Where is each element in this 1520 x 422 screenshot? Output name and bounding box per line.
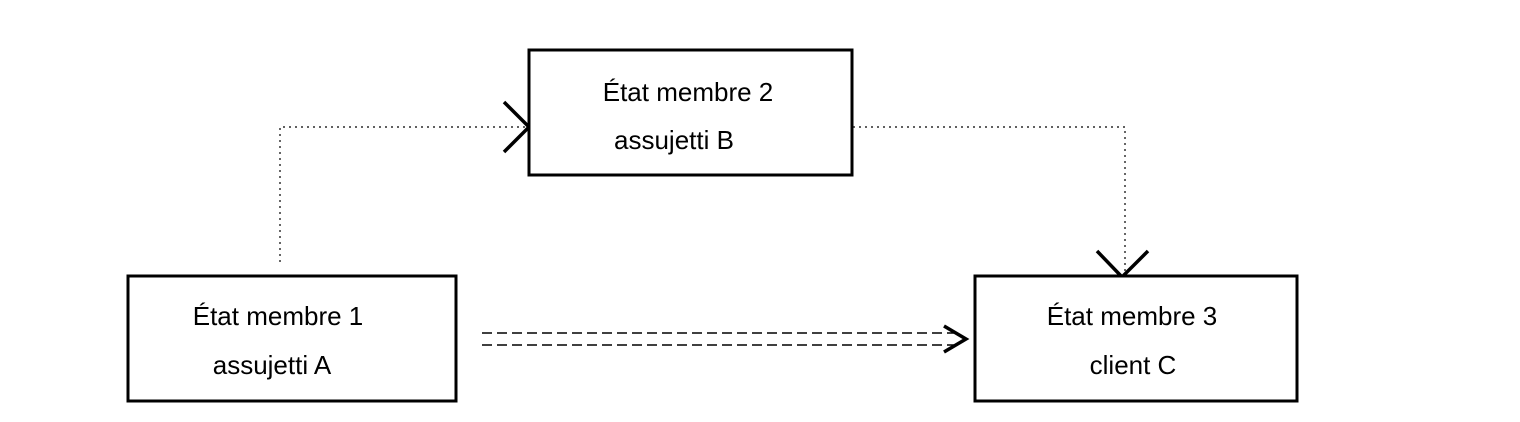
node-member-state-2-party: assujetti B bbox=[614, 125, 734, 155]
node-member-state-1-title: État membre 1 bbox=[193, 301, 364, 331]
edge-b-to-c-line bbox=[853, 126, 1126, 275]
node-member-state-1: État membre 1 assujetti A bbox=[126, 274, 458, 403]
edge-a-to-b-line bbox=[279, 126, 527, 262]
edge-a-to-b-arrowhead bbox=[502, 100, 532, 154]
edge-b-to-c-arrowhead bbox=[1095, 249, 1150, 280]
node-member-state-3-party: client C bbox=[1090, 350, 1177, 380]
edge-a-to-c bbox=[482, 324, 970, 354]
node-member-state-2-box bbox=[527, 48, 854, 177]
node-member-state-1-box bbox=[126, 274, 458, 403]
edge-a-to-b bbox=[279, 100, 532, 262]
node-member-state-3: État membre 3 client C bbox=[973, 274, 1299, 403]
node-member-state-2: État membre 2 assujetti B bbox=[527, 48, 854, 177]
edge-a-to-c-arrowhead bbox=[943, 324, 970, 354]
node-member-state-2-title: État membre 2 bbox=[603, 77, 774, 107]
node-member-state-3-title: État membre 3 bbox=[1047, 301, 1218, 331]
node-member-state-1-party: assujetti A bbox=[213, 350, 332, 380]
edge-b-to-c bbox=[853, 126, 1150, 280]
node-member-state-3-box bbox=[973, 274, 1299, 403]
